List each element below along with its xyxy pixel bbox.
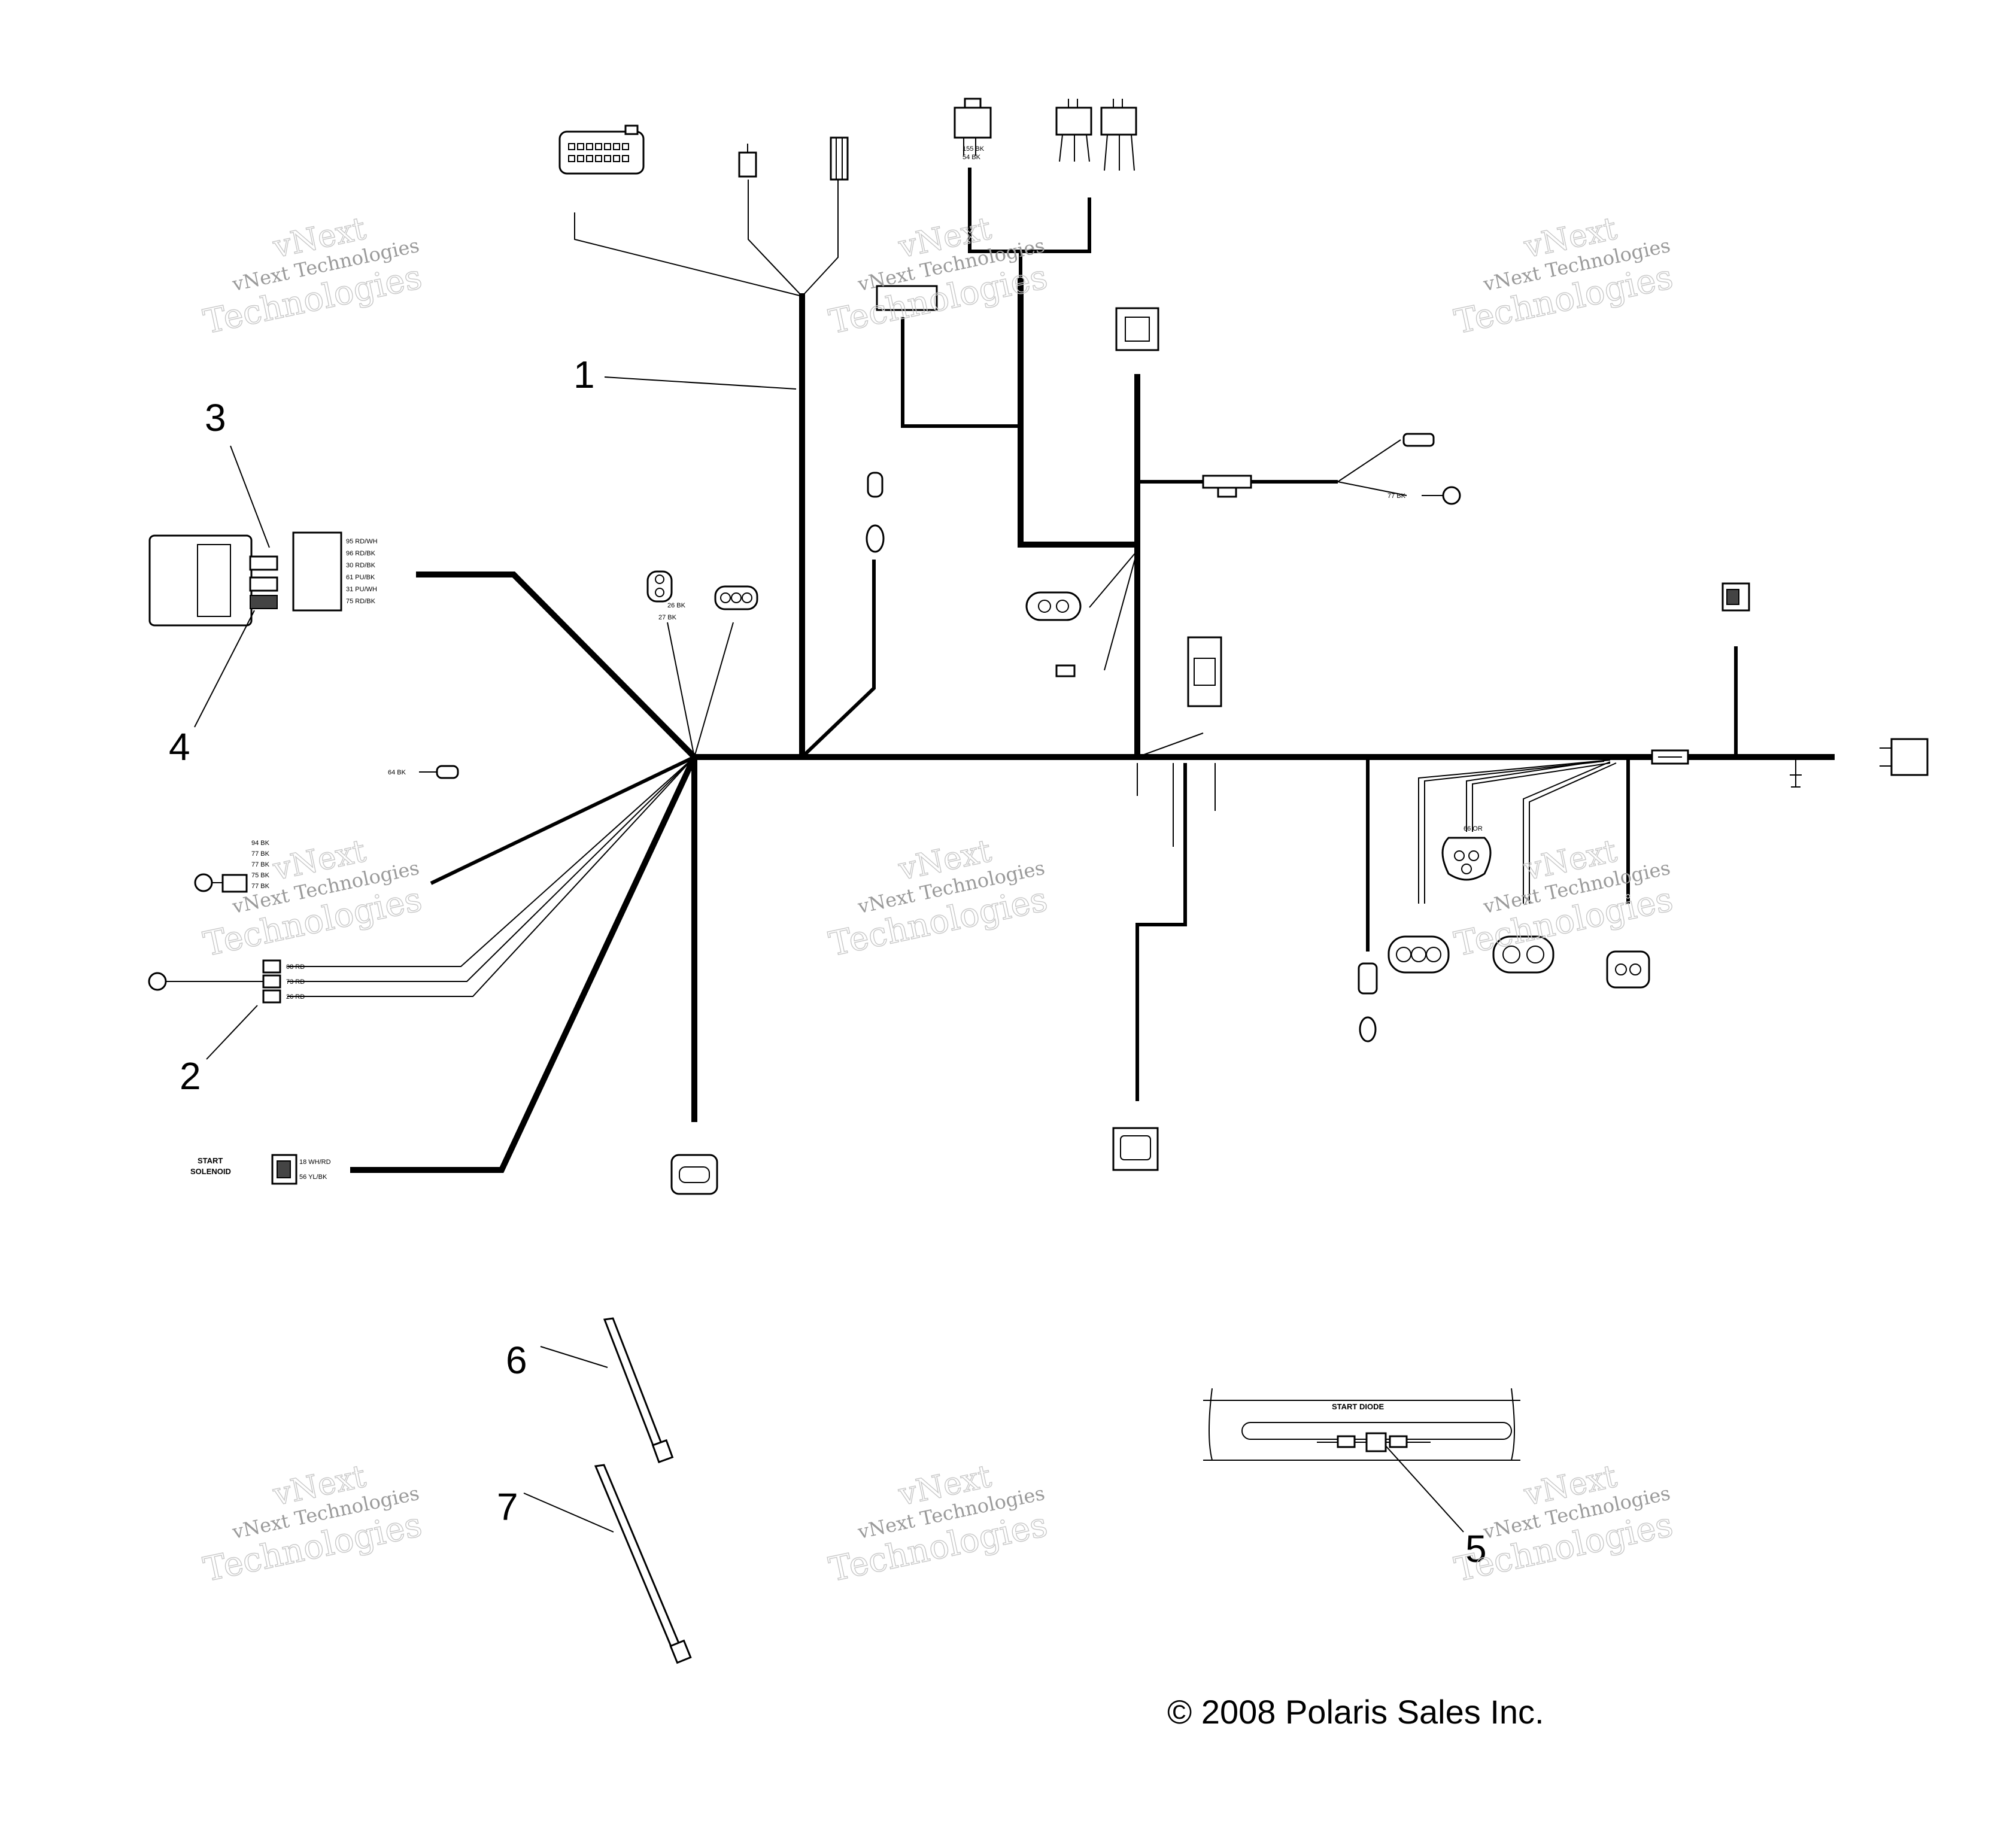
wire-label: 77 BK — [251, 850, 270, 858]
ecu-connector-left — [148, 531, 342, 627]
wire-label: 94 BK — [251, 840, 270, 847]
tri-plug-connector — [714, 585, 758, 610]
two-pin-oval-connector — [1492, 935, 1554, 974]
watermark: vNext vNext Technologies Technologies — [1451, 210, 1677, 342]
multi-pin-connector-top — [558, 124, 645, 175]
wire-label: 27 BK — [658, 614, 677, 621]
start-solenoid-connector — [271, 1154, 297, 1185]
wire-labels: 95 RD/WH 96 RD/BK 30 RD/BK 61 PU/BK 31 P… — [190, 145, 1483, 1411]
start-diode-label: START DIODE — [1332, 1402, 1384, 1411]
ground-connector-2way — [646, 570, 673, 603]
wire-label: 66 OR — [1464, 825, 1483, 832]
bottom-connector-center — [670, 1154, 718, 1195]
wire-label: 75 BK — [251, 872, 270, 879]
wire-label: 54 BK — [963, 154, 981, 161]
cable-tie-7 — [594, 1464, 692, 1664]
relay-connector-3 — [1100, 99, 1137, 171]
harness-label-block — [876, 285, 938, 311]
wire-label: 56 YL/BK — [299, 1174, 327, 1181]
terminal-block-3 — [292, 531, 342, 612]
tall-connector-center-right — [1187, 636, 1222, 707]
callout-7: 7 — [497, 1485, 518, 1528]
ring-terminal-right — [1422, 486, 1461, 505]
diode-icon — [1365, 1432, 1387, 1452]
end-connector-far-right — [1880, 738, 1929, 776]
switch-center — [1202, 475, 1252, 498]
watermark: vNext vNext Technologies Technologies — [825, 832, 1051, 964]
wire-label: 18 WH/RD — [299, 1159, 331, 1166]
callout-4: 4 — [169, 725, 190, 768]
connector-2-terminals — [148, 959, 281, 1004]
bulb-lower-right — [1358, 962, 1378, 1042]
wire-label: 26 BK — [667, 602, 686, 609]
wire-label: 64 BK — [388, 769, 406, 776]
relay-connector-1 — [954, 98, 992, 156]
callout-5: 5 — [1465, 1527, 1487, 1570]
branch-down-right — [1135, 763, 1187, 1101]
three-pin-oval-connector — [1387, 935, 1450, 974]
leader-lines — [194, 376, 1464, 1533]
main-harness — [287, 168, 1835, 1173]
wire-label: 73 RD — [286, 978, 305, 986]
relay-connector-2 — [1055, 99, 1092, 162]
wire-label: 08 RD — [286, 963, 305, 971]
bottom-connector-right — [1112, 1127, 1159, 1171]
ground-icon — [1790, 760, 1802, 788]
copyright-notice: © 2008 Polaris Sales Inc. — [1167, 1693, 1544, 1731]
wire-label: 155 BK — [963, 145, 985, 153]
plug-upper-right — [1402, 433, 1435, 447]
small-plug-center — [1055, 664, 1076, 677]
wire-label: 77 BK — [251, 861, 270, 868]
flat-connector-top — [830, 136, 849, 181]
callouts: 1 2 3 4 5 6 7 — [169, 353, 1487, 1570]
oval-connector-center — [1025, 591, 1082, 621]
square-connector-upper-right — [1115, 307, 1159, 351]
callout-6: 6 — [506, 1339, 527, 1382]
watermark: vNext vNext Technologies Technologies — [200, 1458, 426, 1589]
callout-2: 2 — [180, 1054, 201, 1098]
wire-label: 30 RD/BK — [346, 562, 376, 569]
watermarks: vNext vNext Technologies Technologies vN… — [200, 210, 1677, 1589]
square-connector-right-bottom — [1606, 950, 1650, 989]
pin-connector-top — [738, 144, 757, 178]
watermark: vNext vNext Technologies Technologies — [200, 832, 426, 964]
branch-to-ecu-connector — [416, 572, 699, 762]
start-diode-inset — [1203, 1388, 1520, 1461]
callout-3: 3 — [205, 396, 226, 439]
connectors — [148, 98, 1929, 1195]
wire-label: 96 RD/BK — [346, 550, 376, 557]
ring-cluster-left — [194, 873, 248, 893]
start-solenoid-label: SOLENOID — [190, 1167, 231, 1176]
wire-label: 31 PU/WH — [346, 586, 377, 593]
small-connector-far-right — [1722, 582, 1750, 612]
start-solenoid-label: START — [198, 1156, 223, 1165]
bulb-socket — [866, 472, 885, 553]
callout-1: 1 — [573, 353, 595, 396]
ring-terminal-top-left — [419, 765, 459, 779]
wire-label: 75 RD/BK — [346, 598, 376, 605]
wire-label: 61 PU/BK — [346, 574, 375, 581]
branch-upper-middle — [1018, 278, 1140, 760]
wire-label: 77 BK — [1387, 493, 1406, 500]
wire-label: 95 RD/WH — [346, 538, 378, 545]
wire-label: 77 BK — [251, 883, 270, 890]
watermark: vNext vNext Technologies Technologies — [1451, 1458, 1677, 1589]
wire-label: 26 RD — [286, 993, 305, 1001]
cable-tie-6 — [603, 1317, 674, 1464]
watermark: vNext vNext Technologies Technologies — [825, 1458, 1051, 1589]
watermark: vNext vNext Technologies Technologies — [200, 210, 426, 342]
branch-to-solenoid — [350, 753, 699, 1173]
tri-connector-right — [1441, 837, 1492, 881]
